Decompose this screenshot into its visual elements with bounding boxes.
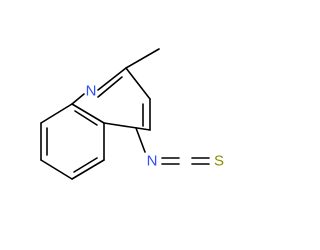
ring-nitrogen-label: N xyxy=(86,83,97,100)
bond-methyl xyxy=(125,48,160,69)
isothiocyanate-nitrogen-label: N xyxy=(147,153,158,170)
bond-c4a-c8a xyxy=(71,103,105,124)
sulfur-label: S xyxy=(214,153,224,170)
bond-c6-c5 xyxy=(71,159,105,180)
bond-n1-c2-inner xyxy=(97,76,123,98)
bond-n1-c2 xyxy=(97,67,127,91)
chemical-structure: N N S xyxy=(40,48,224,180)
bond-c4a-c8a-inner xyxy=(74,110,98,126)
bond-c7-c6 xyxy=(40,159,73,180)
bond-c8a-c8 xyxy=(40,103,73,124)
bond-c4-c4a xyxy=(103,122,151,131)
bond-c8a-n1 xyxy=(71,93,85,105)
bond-c4-n xyxy=(135,127,146,153)
bond-c6-c5-inner xyxy=(73,157,98,173)
bond-lines xyxy=(40,48,210,180)
bond-c2-c3 xyxy=(125,67,151,100)
